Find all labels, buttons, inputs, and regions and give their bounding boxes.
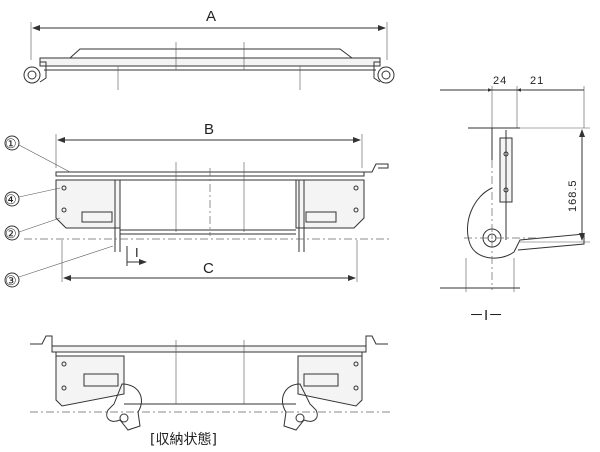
section-marker-label: I	[135, 245, 139, 260]
stored-right-hook	[282, 383, 318, 431]
dim-a-label: A	[206, 8, 216, 25]
callout-1-label: ①	[5, 136, 17, 151]
callout-4-label: ④	[5, 192, 17, 207]
top-frame	[39, 57, 381, 67]
stored-right-plate	[297, 355, 363, 407]
stored-state-view: [収納状態]	[30, 335, 390, 448]
left-wheel	[23, 66, 41, 84]
section-view: 24 21 168.5 －I－	[440, 75, 590, 324]
callout-3-label: ③	[5, 273, 17, 288]
callout-2-circle	[4, 225, 20, 241]
right-side-plate	[295, 179, 365, 229]
left-side-plate	[55, 179, 121, 229]
dim-168-5-label: 168.5	[567, 179, 579, 212]
dim-21-label: 21	[530, 75, 544, 87]
callout-2-label: ②	[5, 226, 17, 241]
dim-24-label: 24	[493, 75, 507, 87]
stored-state-caption: [収納状態]	[150, 432, 217, 448]
top-view: A	[23, 8, 395, 90]
callout-3-circle	[4, 272, 20, 288]
section-title: －I－	[469, 307, 503, 324]
right-wheel	[377, 66, 395, 84]
dim-c-label: C	[203, 260, 214, 277]
callout-4-circle	[4, 191, 20, 207]
callout-1-circle	[4, 135, 20, 151]
front-view: B C I ①	[4, 121, 392, 288]
dim-b-label: B	[204, 121, 214, 138]
stored-left-hook	[106, 383, 142, 431]
section-hook	[466, 187, 585, 259]
stored-left-plate	[55, 355, 125, 407]
